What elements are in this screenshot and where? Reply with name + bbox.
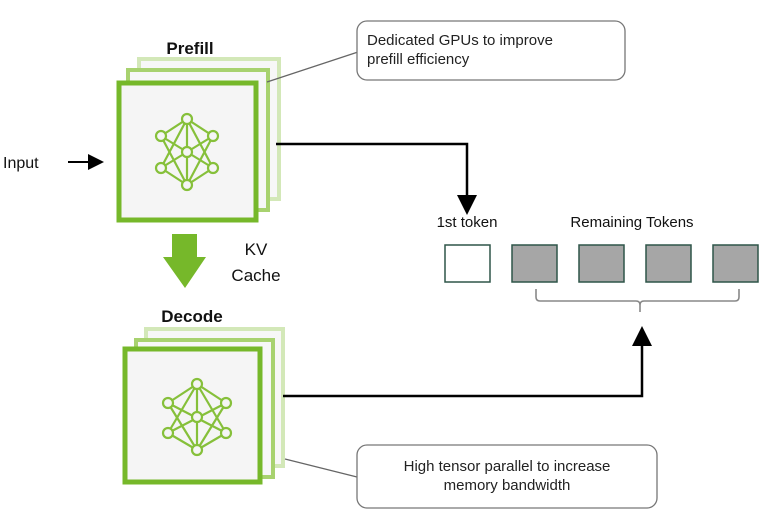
remaining-token-box <box>645 244 692 283</box>
remaining-tokens-group <box>511 244 759 283</box>
prefill-title: Prefill <box>166 39 213 58</box>
first-token-box <box>444 244 491 283</box>
decode-stack <box>122 327 285 485</box>
neural-network-icon <box>161 377 233 457</box>
decode-callout-box <box>356 444 658 509</box>
prefill-callout-line2: prefill efficiency <box>367 51 470 68</box>
prefill-callout-text: Dedicated GPUs to improve prefill effici… <box>367 31 617 69</box>
cache-label: Cache <box>231 266 280 285</box>
input-label: Input <box>3 155 39 172</box>
prefill-callout-box <box>356 20 626 81</box>
decode-callout-line1: High tensor parallel to increase <box>403 458 611 475</box>
remaining-token-box <box>578 244 625 283</box>
prefill-stack <box>116 57 281 223</box>
prefill-callout-leader <box>266 51 359 83</box>
decode-callout-leader <box>284 458 358 478</box>
decode-card-front <box>122 346 263 485</box>
decode-title: Decode <box>161 307 222 326</box>
remaining-tokens-label: Remaining Tokens <box>570 214 693 231</box>
kv-cache-arrow <box>163 234 206 288</box>
decode-callout-text: High tensor parallel to increase memory … <box>357 457 657 495</box>
remaining-token-box <box>712 244 759 283</box>
first-token-label: 1st token <box>437 214 498 231</box>
remaining-token-box <box>511 244 558 283</box>
neural-network-icon <box>154 112 220 192</box>
decode-to-remaining-tokens-connector <box>283 326 652 398</box>
prefill-to-first-token-connector <box>276 142 477 215</box>
prefill-callout-line1: Dedicated GPUs to improve <box>367 32 553 49</box>
remaining-tokens-brace <box>535 289 740 312</box>
decode-callout-line2: memory bandwidth <box>443 477 571 494</box>
kv-label: KV <box>245 240 268 259</box>
